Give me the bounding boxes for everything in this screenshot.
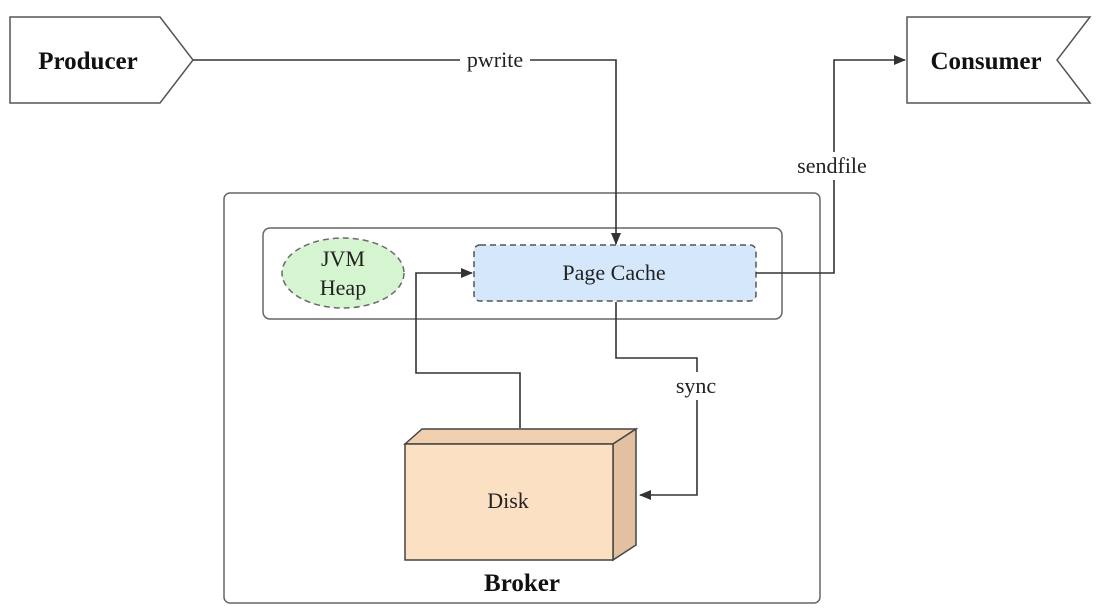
page-cache-node: Page Cache xyxy=(473,244,757,302)
consumer-label: Consumer xyxy=(930,48,1041,75)
disk-label: Disk xyxy=(487,488,529,513)
sync-label: sync xyxy=(676,373,717,398)
sync-edge: sync xyxy=(615,302,724,500)
jvm-heap-node: JVM Heap xyxy=(281,237,405,309)
producer-node: Producer xyxy=(9,16,194,104)
pwrite-label: pwrite xyxy=(467,47,523,72)
broker-label: Broker xyxy=(484,570,560,597)
jvm-heap-label-line2: Heap xyxy=(320,275,366,300)
sendfile-label: sendfile xyxy=(797,153,867,178)
sendfile-edge: sendfile xyxy=(756,55,906,274)
consumer-node: Consumer xyxy=(906,16,1092,104)
producer-label: Producer xyxy=(38,48,138,75)
disk-read-edge xyxy=(415,268,521,428)
page-cache-label: Page Cache xyxy=(562,260,665,285)
pwrite-edge: pwrite xyxy=(193,46,621,245)
disk-node: Disk xyxy=(403,427,639,562)
jvm-heap-label-line1: JVM xyxy=(321,246,365,271)
